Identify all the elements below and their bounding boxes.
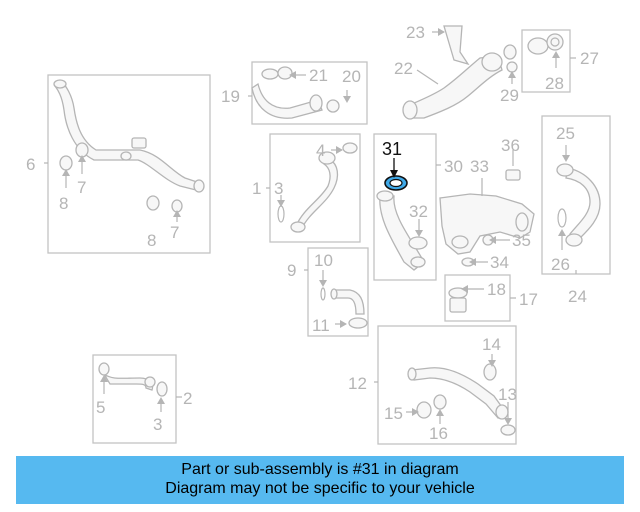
callout-31: 31: [382, 139, 402, 159]
callout-33: 33: [470, 157, 489, 176]
group-box-6: [47, 74, 211, 254]
hose-19: [251, 66, 340, 119]
callout-15: 15: [384, 404, 403, 423]
callout-25: 25: [556, 124, 575, 143]
callout-3b: 3: [153, 415, 162, 434]
callout-7a: 7: [77, 178, 86, 197]
callout-30: 30: [444, 157, 463, 176]
clamps-27: [527, 33, 564, 55]
callout-8b: 8: [147, 231, 156, 250]
callout-29: 29: [500, 86, 519, 105]
callout-5: 5: [96, 398, 105, 417]
callout-19: 19: [221, 87, 240, 106]
callout-18: 18: [487, 280, 506, 299]
banner-line-disclaimer: Diagram may not be specific to your vehi…: [165, 480, 475, 497]
callout-13: 13: [498, 385, 517, 404]
parts-diagram: 6 7 8 8 7 19 21 20 1 3 4 9 10 11 31 30 3…: [26, 23, 611, 445]
group-box-12: [377, 325, 517, 445]
callout-24: 24: [568, 287, 587, 306]
cap-17: [448, 287, 468, 313]
callout-16: 16: [429, 424, 448, 443]
group-box-30: [373, 133, 437, 281]
charge-pipe-22: [402, 25, 518, 120]
callout-21: 21: [309, 66, 328, 85]
callout-28: 28: [545, 74, 564, 93]
coolant-pipe-12: [407, 363, 516, 436]
callout-32: 32: [409, 202, 428, 221]
callout-2: 2: [183, 389, 192, 408]
group-box-24: [541, 115, 611, 275]
group-box-9: [307, 247, 369, 337]
elbow-hose-9: [320, 287, 368, 329]
info-banner: Part or sub-assembly is #31 in diagram D…: [16, 456, 624, 504]
highlighted-clamp-31: [384, 175, 408, 191]
callout-4: 4: [316, 141, 325, 160]
callout-34: 34: [490, 253, 509, 272]
hose-2: [98, 362, 168, 397]
callout-36: 36: [501, 136, 520, 155]
callout-7b: 7: [170, 223, 179, 242]
callout-20: 20: [342, 67, 361, 86]
callout-22: 22: [394, 59, 413, 78]
callout-3a: 3: [274, 179, 283, 198]
callout-17: 17: [519, 290, 538, 309]
callout-1: 1: [252, 179, 261, 198]
callout-9: 9: [287, 261, 296, 280]
callout-6: 6: [26, 155, 35, 174]
callout-23: 23: [406, 23, 425, 42]
group-box-19: [251, 61, 368, 125]
callout-8a: 8: [59, 194, 68, 213]
hose-1: [277, 142, 358, 233]
housing-33: [439, 169, 535, 267]
callout-12: 12: [348, 374, 367, 393]
hose-24: [556, 163, 601, 247]
banner-line-part: Part or sub-assembly is #31 in diagram: [181, 461, 459, 478]
callout-26: 26: [551, 255, 570, 274]
callout-27: 27: [580, 49, 599, 68]
group-box-27: [521, 29, 571, 93]
callout-35: 35: [512, 231, 531, 250]
callout-10: 10: [314, 251, 333, 270]
hose-30: [376, 190, 428, 271]
group-box-2: [92, 354, 177, 444]
coolant-pipe-6: [53, 79, 205, 213]
callout-14: 14: [482, 335, 501, 354]
callout-11: 11: [312, 316, 330, 335]
